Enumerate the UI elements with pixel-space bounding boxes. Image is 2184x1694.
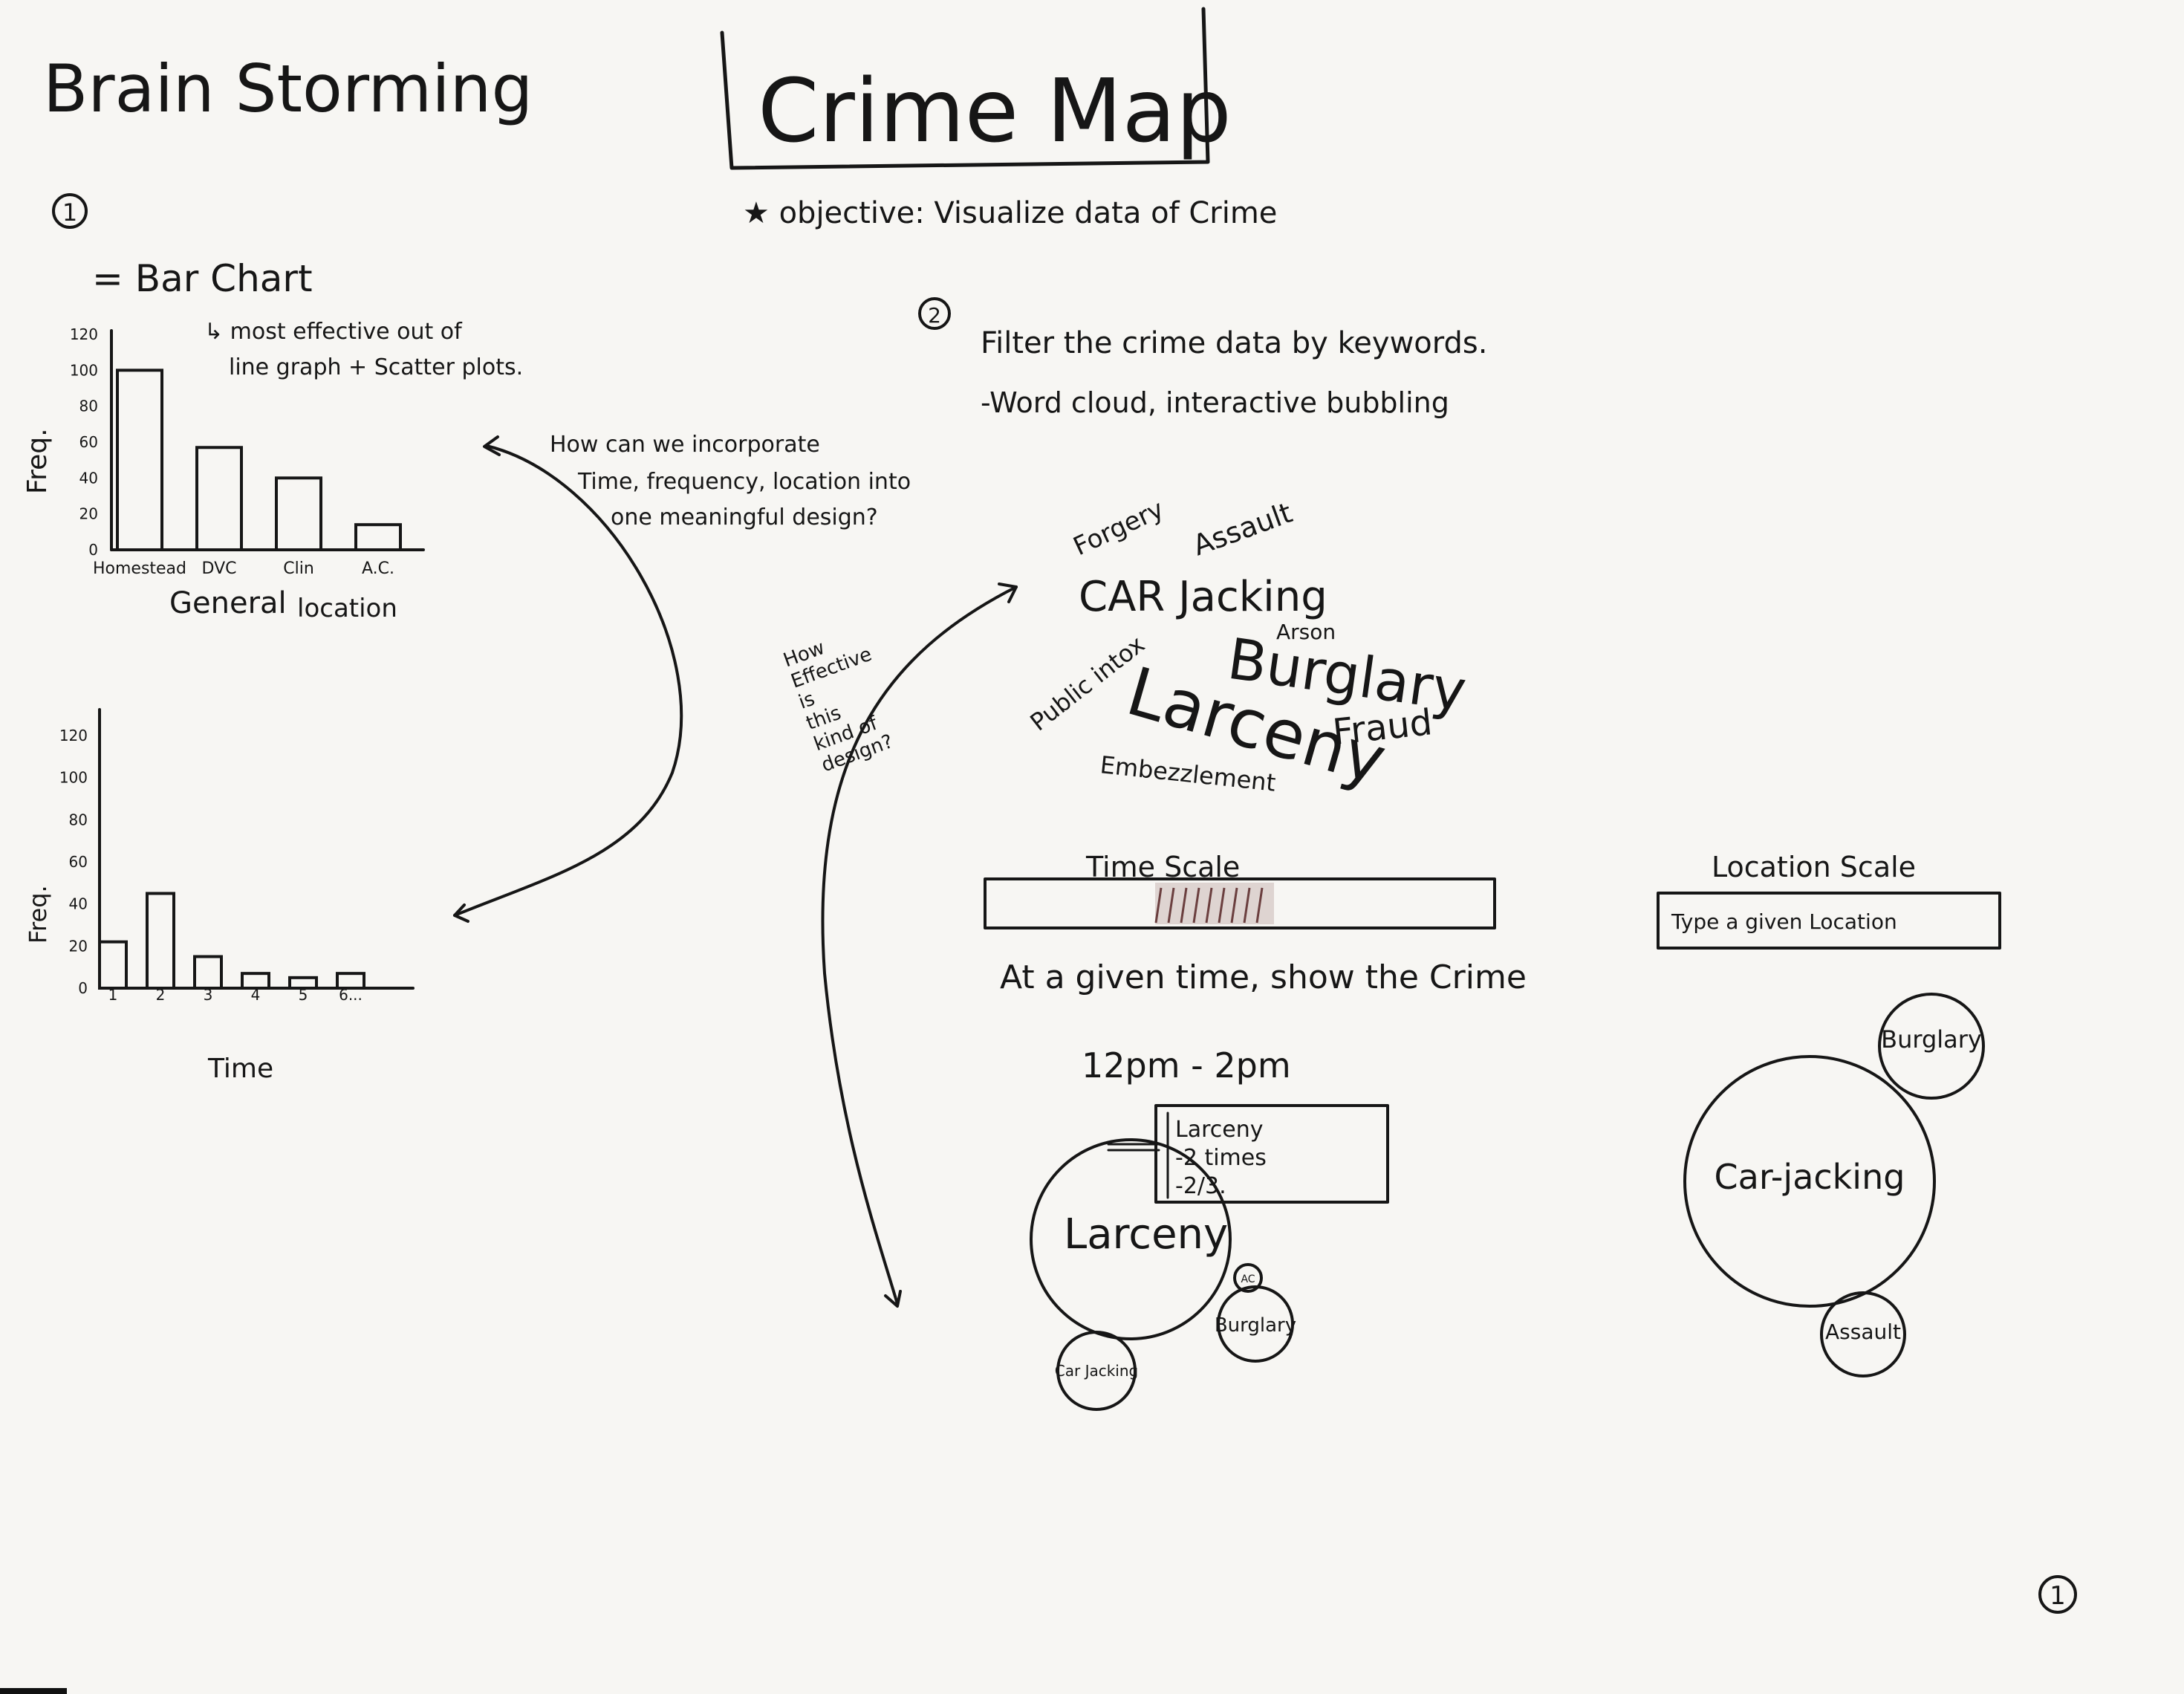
objective-text: ★ objective: Visualize data of Crime — [743, 196, 1277, 230]
y-tick-label: 80 — [79, 397, 98, 415]
page-number-marker: 1 — [2038, 1575, 2077, 1614]
bar — [116, 369, 163, 552]
bubble-small[interactable] — [1233, 1263, 1263, 1293]
bubble-burglary[interactable] — [1217, 1285, 1294, 1363]
bubble-cluster-right: Car-jacking Burglary Assault — [1683, 993, 1985, 1377]
x-tick-label: 2 — [156, 986, 166, 1004]
svg-text:Larceny: Larceny — [1064, 1210, 1228, 1259]
bar — [195, 446, 243, 551]
time-range-label: 12pm - 2pm — [1082, 1045, 1291, 1085]
connector-arrow-right — [821, 582, 1018, 1308]
word-forgery: Forgery — [1069, 494, 1169, 562]
svg-text:Car-jacking: Car-jacking — [1715, 1157, 1905, 1197]
bar — [354, 523, 402, 552]
svg-text:1: 1 — [2050, 1581, 2066, 1611]
svg-text:Burglary: Burglary — [1215, 1314, 1296, 1337]
bubble-car-jacking-large[interactable] — [1683, 1055, 1936, 1308]
bubble-larceny[interactable] — [1030, 1138, 1232, 1340]
x-tick-label: 4 — [251, 986, 261, 1004]
y-tick-label: 20 — [69, 937, 88, 955]
y-tick-label: 40 — [79, 469, 98, 487]
bar — [193, 955, 223, 990]
word-cloud-description: -Word cloud, interactive bubbling — [981, 386, 1449, 419]
y-tick-label: 0 — [78, 979, 88, 997]
question1-line3: one meaningful design? — [611, 504, 878, 530]
bar — [241, 972, 270, 990]
chart1-x-axis-label-general: General — [169, 586, 287, 620]
svg-text:Assault: Assault — [1825, 1320, 1901, 1344]
x-tick-label: 6... — [339, 986, 363, 1004]
project-title: Crime Map — [758, 59, 1232, 162]
connector-arrow-left — [453, 435, 683, 923]
x-tick-label: Homestead — [93, 559, 186, 578]
time-scale-slider[interactable] — [984, 877, 1496, 929]
word-arson: Arson — [1276, 620, 1336, 644]
y-tick-label: 20 — [79, 505, 98, 523]
bubble-assault-right[interactable] — [1820, 1291, 1906, 1377]
bubble-tooltip: Larceny -2 times -2/3. — [1107, 1104, 1389, 1204]
location-placeholder: Type a given Location — [1671, 909, 1897, 934]
x-tick-label: Clin — [283, 559, 314, 578]
word-assault: Assault — [1189, 496, 1296, 562]
x-tick-label: 1 — [108, 986, 118, 1004]
bar — [288, 976, 318, 990]
tooltip-ratio: -2/3. — [1175, 1173, 1226, 1199]
y-tick-label: 0 — [88, 541, 98, 559]
svg-text:2: 2 — [928, 303, 941, 328]
project-title-box: Crime Map — [720, 7, 1232, 170]
svg-text:Car Jacking: Car Jacking — [1055, 1362, 1138, 1380]
section-1-marker: 1 — [52, 193, 88, 229]
edge-mark — [0, 1688, 67, 1694]
chart-note-line1: ↳ most effective out of — [204, 319, 463, 345]
chart-note-line2: line graph + Scatter plots. — [229, 354, 523, 380]
bubble-cluster-left: Larceny AC Burglary Car Jacking — [1030, 1138, 1296, 1411]
bubble-car-jacking[interactable] — [1056, 1331, 1137, 1411]
filter-description: Filter the crime data by keywords. — [981, 326, 1487, 360]
bar — [336, 972, 365, 990]
y-tick-label: 60 — [79, 433, 98, 451]
y-tick-label: 60 — [69, 853, 88, 871]
y-tick-label: 100 — [59, 769, 88, 787]
svg-text:Burglary: Burglary — [1881, 1025, 1982, 1054]
word-car-jacking: CAR Jacking — [1079, 573, 1327, 621]
question1-line1: How can we incorporate — [550, 432, 820, 458]
chart2-y-axis-label: Freq. — [24, 885, 52, 944]
section-2-marker: 2 — [918, 297, 951, 330]
y-tick-label: 40 — [69, 895, 88, 913]
svg-text:AC: AC — [1241, 1273, 1255, 1285]
location-input[interactable]: Type a given Location — [1657, 892, 2001, 950]
x-tick-label: 5 — [299, 986, 308, 1004]
time-range-selection[interactable] — [1155, 883, 1274, 924]
chart2-x-axis-label: Time — [207, 1054, 273, 1084]
tooltip-count: -2 times — [1175, 1145, 1267, 1171]
page-title: Brain Storming — [43, 51, 533, 127]
bar-chart-time: Freq. Time 0 20 40 60 80 100 120 1 2 3 4 5 6... — [24, 708, 415, 1084]
word-cloud: Forgery Assault CAR Jacking Arson Burgla… — [1025, 494, 1471, 800]
y-tick-label: 120 — [70, 325, 98, 343]
y-tick-label: 80 — [69, 811, 88, 828]
chart1-y-axis-label: Freq. — [22, 428, 53, 494]
bar — [146, 892, 175, 990]
chart1-x-axis-label-location: location — [297, 594, 397, 623]
tooltip-crime: Larceny — [1175, 1117, 1264, 1143]
svg-text:1: 1 — [62, 198, 77, 227]
word-fraud: Fraud — [1330, 701, 1434, 753]
x-tick-label: 3 — [204, 986, 213, 1004]
bar-chart-heading: = Bar Chart — [92, 257, 313, 300]
question1-line2: Time, frequency, location into — [577, 469, 911, 495]
bar — [275, 476, 322, 551]
bar-chart-general-location: Freq. General location 0 20 40 60 80 100 120Ho… — [22, 325, 425, 623]
location-scale-label: Location Scale — [1712, 851, 1916, 883]
y-tick-label: 100 — [70, 361, 98, 379]
x-tick-label: A.C. — [362, 559, 394, 578]
time-caption: At a given time, show the Crime — [1000, 958, 1527, 996]
bubble-burglary-right[interactable] — [1878, 993, 1985, 1100]
bar — [98, 940, 128, 990]
question2-text: How Effective is this kind of design? — [781, 637, 897, 777]
y-tick-label: 120 — [59, 727, 88, 744]
x-tick-label: DVC — [202, 559, 237, 578]
